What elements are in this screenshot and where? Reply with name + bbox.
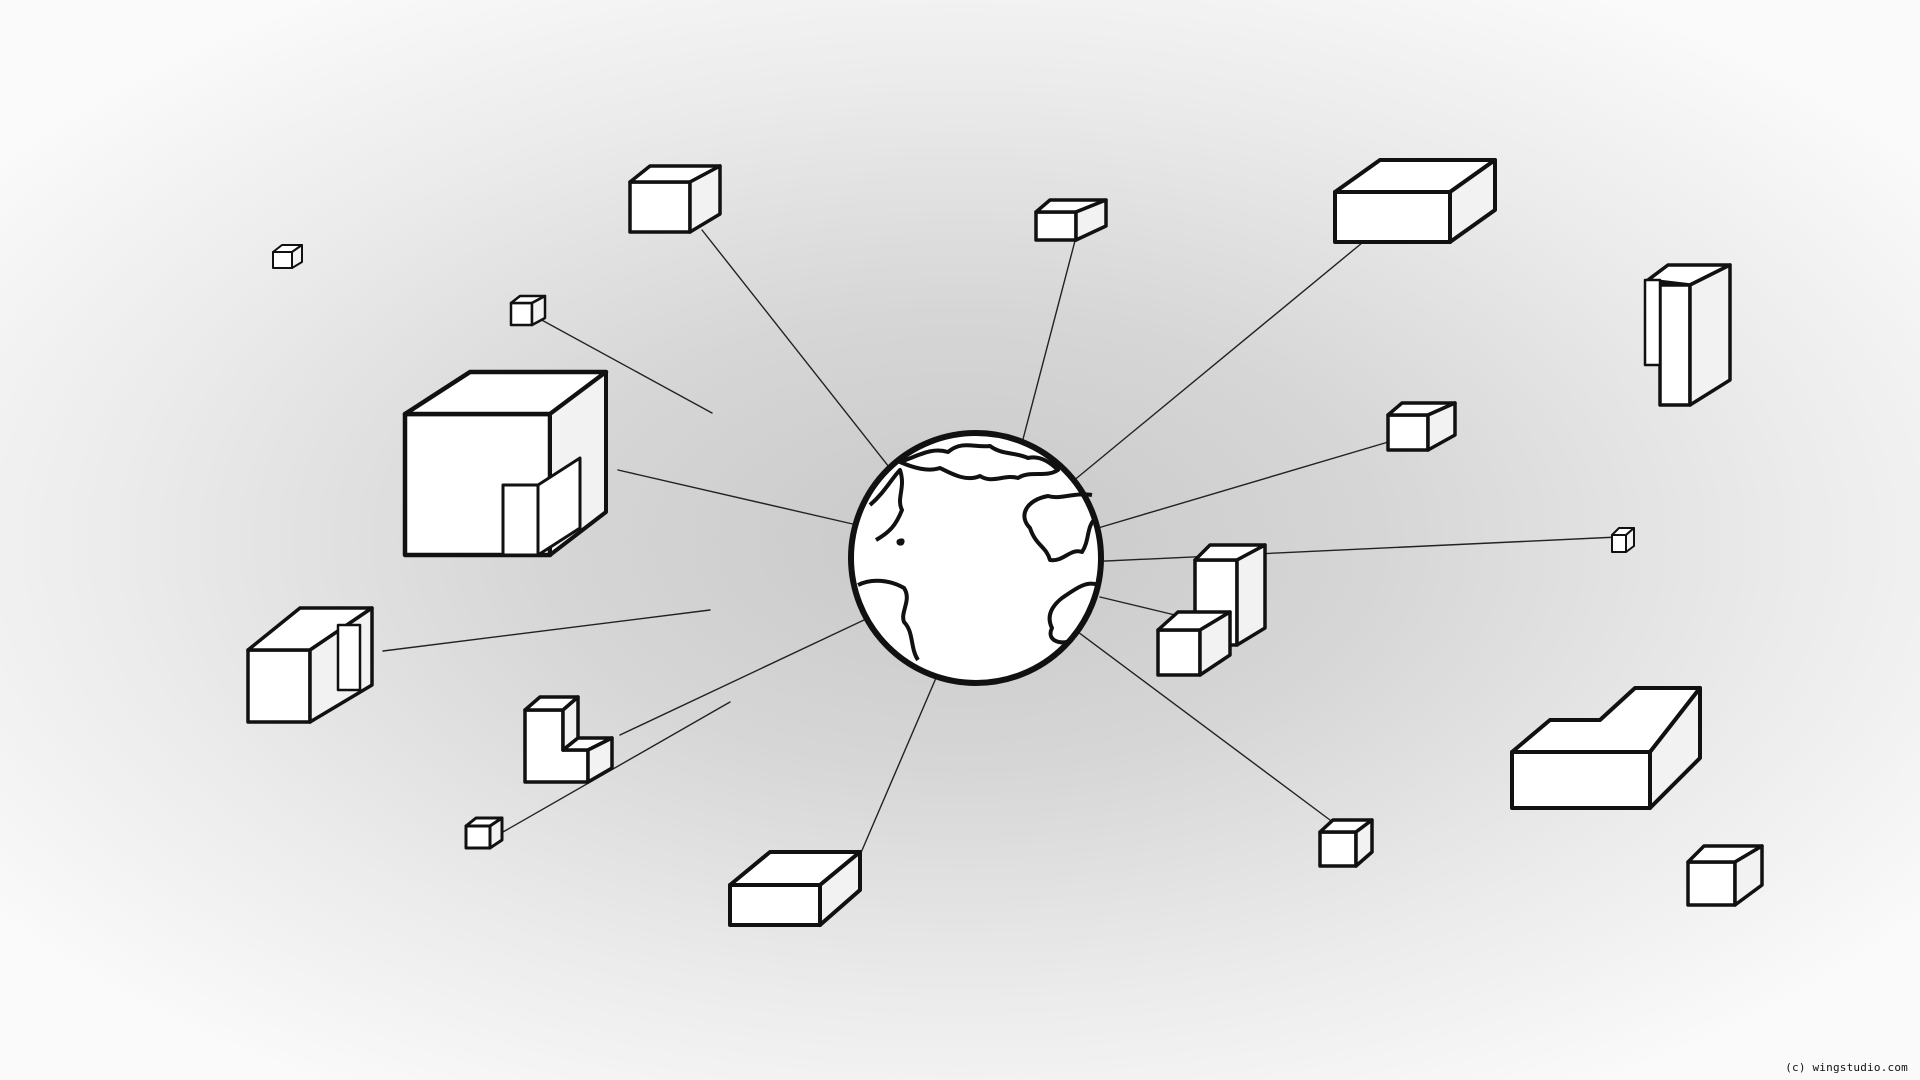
- building-block-top: [628, 164, 722, 234]
- building-block-tall-tower: [1643, 263, 1732, 407]
- building-block-left-notched: [246, 606, 374, 724]
- link-small-top-box: [1021, 236, 1077, 444]
- link-dangling-upper: [537, 317, 713, 414]
- building-block-l-shape-left: [523, 695, 614, 784]
- building-block-large-notched: [402, 369, 609, 558]
- building-block-lower-right-small: [1318, 818, 1374, 868]
- link-lower-right-box: [1077, 631, 1335, 824]
- building-block-tiny-upper-left: [272, 244, 303, 269]
- link-far-right-tiny-box: [1084, 536, 1619, 563]
- building-block-small-upper-left: [509, 294, 547, 327]
- building-block-right-small: [1386, 401, 1457, 452]
- building-block-bottom: [728, 850, 862, 927]
- building-block-far-lower-right: [1686, 844, 1764, 907]
- building-block-small-top: [1034, 198, 1108, 242]
- building-block-lower-right-l-shape: [1510, 686, 1702, 810]
- link-top-box: [701, 229, 894, 473]
- link-top-right-box: [1071, 237, 1369, 483]
- link-dangling-left: [382, 609, 711, 652]
- link-right-small-box: [1097, 439, 1396, 529]
- building-block-near-tower: [1156, 543, 1267, 677]
- link-l-shape-box: [619, 619, 865, 736]
- link-near-tower: [1099, 596, 1176, 616]
- globe-icon: [848, 430, 1104, 686]
- building-block-far-right-tiny: [1611, 527, 1635, 553]
- credit-text: (c) wingstudio.com: [1785, 1061, 1908, 1074]
- link-big-cube: [617, 469, 858, 526]
- link-bottom-box: [859, 677, 937, 856]
- building-block-top-right-wide: [1333, 158, 1497, 244]
- building-block-small-lower-left: [464, 816, 504, 850]
